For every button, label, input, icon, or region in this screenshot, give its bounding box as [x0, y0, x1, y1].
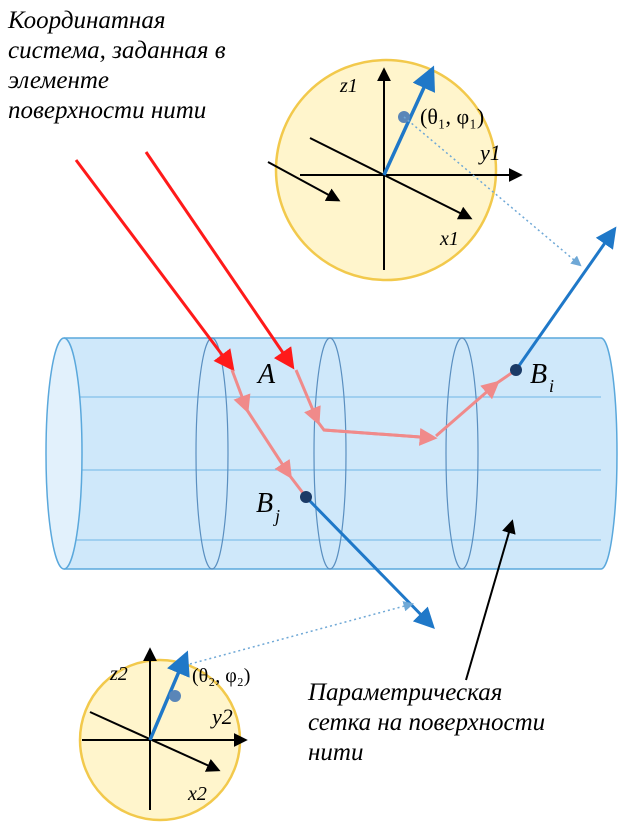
caption-line: сетка на поверхности: [308, 709, 546, 736]
direction-vector: [148, 650, 190, 741]
label-B-lower-sub: j: [273, 506, 280, 526]
incident-ray: [74, 159, 235, 372]
direction-vector: [382, 65, 435, 176]
caption-line: Координатная: [8, 7, 166, 34]
x-label: x2: [187, 783, 207, 805]
grid-ring: [329, 337, 347, 570]
z-label: z1: [339, 75, 358, 97]
fiber-left-face: [45, 337, 83, 570]
label-B-upper-sub: i: [549, 376, 554, 396]
incident-ray: [144, 151, 295, 370]
angle-label: (θ₁, φ₁): [420, 104, 484, 129]
label-B-lower: B: [256, 488, 273, 519]
fiber-cylinder: [45, 337, 618, 570]
caption-pointer-arrow: [465, 519, 516, 681]
grid-ring: [313, 337, 331, 570]
label-B-upper: B: [530, 359, 547, 390]
coordinate-frame-bottom: z2 y2 x2 (θ₂, φ₂): [78, 601, 415, 822]
grid-ring: [461, 337, 479, 570]
caption-line: поверхности нити: [8, 97, 207, 124]
caption-bottom: Параметрическая сетка на поверхности нит…: [308, 678, 618, 768]
grid-ring: [445, 337, 463, 570]
exit-ray-upper: [514, 226, 617, 371]
projection-line: [403, 116, 582, 267]
caption-top: Координатная система, заданная в элемент…: [8, 6, 308, 126]
caption-line: нити: [308, 739, 364, 766]
label-A: A: [256, 359, 276, 390]
y-label: y2: [210, 704, 233, 729]
projection-line: [189, 601, 415, 665]
coordinate-frame-top: z1 y1 x1 (θ₁, φ₁): [267, 58, 582, 282]
x-axis: [309, 137, 473, 220]
exit-point-lower: [300, 491, 312, 503]
x-axis: [89, 711, 221, 772]
exit-point-upper: [510, 364, 522, 376]
angle-point: [169, 690, 181, 702]
grid-ring: [195, 337, 213, 570]
caption-line: Параметрическая: [308, 679, 503, 706]
z-label: z2: [109, 663, 128, 685]
y-label: y1: [478, 140, 501, 165]
light-path-upper: [294, 368, 517, 446]
pointer-arrow: [267, 161, 341, 202]
angle-label: (θ₂, φ₂): [192, 665, 250, 687]
x-label: x1: [439, 228, 459, 250]
caption-line: система, заданная в: [8, 37, 226, 64]
caption-line: элементе: [8, 67, 110, 94]
fiber-right-end: [600, 337, 618, 570]
